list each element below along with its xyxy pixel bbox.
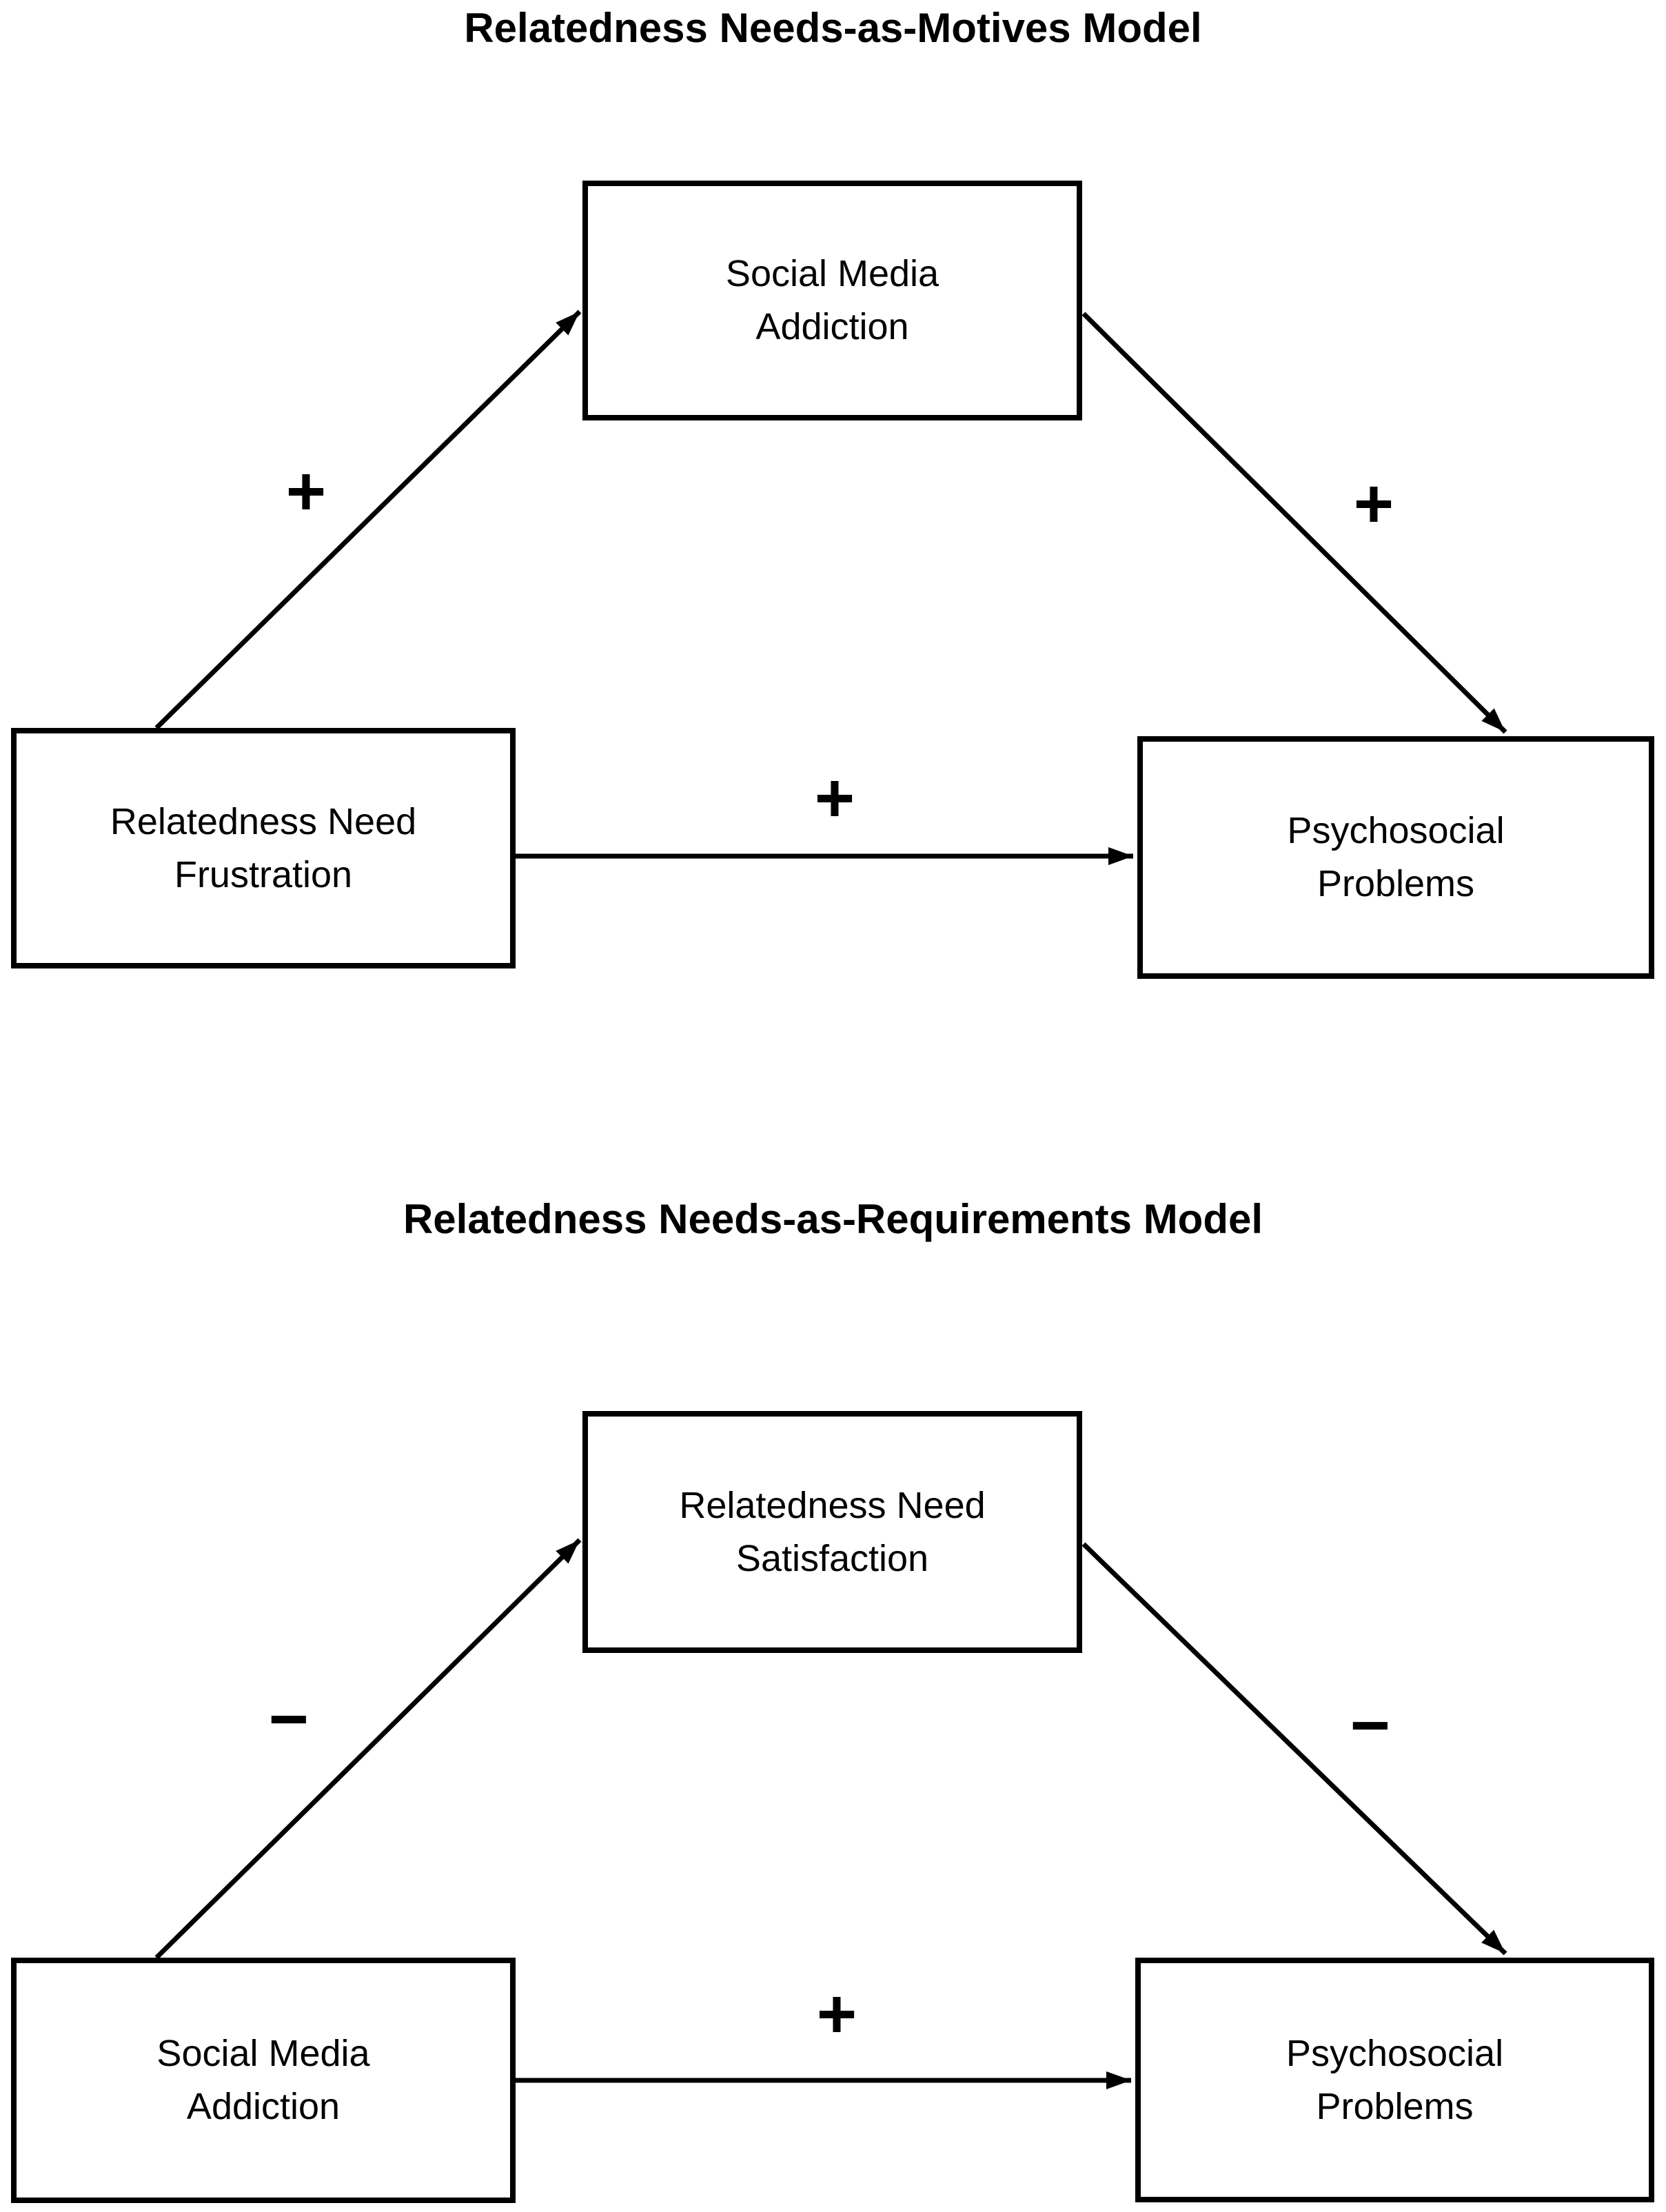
motives-path-a-sign: + xyxy=(285,453,327,530)
motives-model-title: Relatedness Needs-as-Motives Model xyxy=(464,5,1202,51)
requirements-mediator-label: Relatedness Need Satisfaction xyxy=(679,1484,986,1579)
motives-mediator-label: Social Media Addiction xyxy=(725,253,939,347)
requirements-path-a-sign: − xyxy=(268,1681,309,1758)
requirements-arrow-mediator-to-outcome xyxy=(1081,1542,1507,1956)
motives-mediator-box: Social Media Addiction xyxy=(582,181,1082,420)
motives-predictor-label: Relatedness Need Frustration xyxy=(110,800,417,895)
motives-outcome-box: Psychosocial Problems xyxy=(1137,736,1654,979)
requirements-path-c-sign: + xyxy=(816,1976,857,2053)
requirements-predictor-box: Social Media Addiction xyxy=(11,1958,516,2203)
motives-predictor-box: Relatedness Need Frustration xyxy=(11,728,516,968)
requirements-path-b-sign: − xyxy=(1350,1687,1391,1764)
requirements-predictor-label: Social Media Addiction xyxy=(156,2033,370,2127)
requirements-arrow-predictor-to-mediator xyxy=(154,1538,582,1960)
requirements-outcome-box: Psychosocial Problems xyxy=(1135,1958,1654,2202)
requirements-outcome-label: Psychosocial Problems xyxy=(1286,2032,1504,2127)
motives-arrow-mediator-to-outcome xyxy=(1081,312,1507,734)
motives-arrow-predictor-to-mediator xyxy=(154,310,582,730)
motives-outcome-label: Psychosocial Problems xyxy=(1287,810,1505,904)
requirements-model-title: Relatedness Needs-as-Requirements Model xyxy=(403,1196,1263,1242)
motives-path-b-sign: + xyxy=(1353,465,1394,542)
motives-path-c-sign: + xyxy=(814,760,855,837)
requirements-mediator-box: Relatedness Need Satisfaction xyxy=(582,1411,1082,1653)
